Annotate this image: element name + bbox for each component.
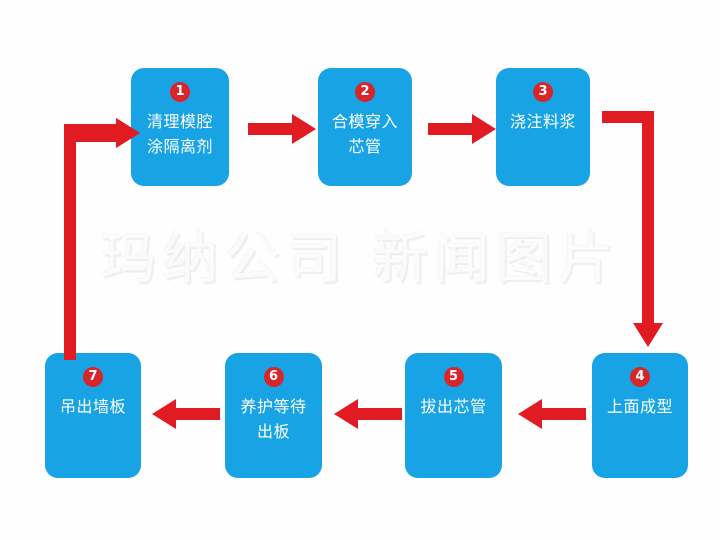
step-number-badge-5: 5 <box>443 367 464 387</box>
arrow-elbow-up-icon-node7-to-node1 <box>64 118 140 360</box>
flow-node-label-4: 上面成型 <box>606 397 673 416</box>
flow-node-3[interactable]: 3 浇注料浆 <box>496 68 590 186</box>
step-number-badge-1: 1 <box>170 82 190 102</box>
arrow-left-icon-node4-to-node5 <box>518 399 586 429</box>
step-number-badge-6: 6 <box>263 367 284 387</box>
arrow-right-icon-node2-to-node3 <box>428 114 496 144</box>
arrow-right-icon-node1-to-node2 <box>248 114 316 144</box>
step-number-badge-3: 3 <box>533 82 553 102</box>
flow-node-label-1: 清理模腔 涂隔离剂 <box>146 112 213 156</box>
flow-node-1[interactable]: 1 清理模腔 涂隔离剂 <box>131 68 229 186</box>
arrow-left-icon-node5-to-node6 <box>334 399 402 429</box>
arrow-left-icon-node6-to-node7 <box>152 399 220 429</box>
step-number-badge-7: 7 <box>83 367 103 387</box>
flow-node-4[interactable]: 4 上面成型 <box>592 353 688 478</box>
flow-node-2[interactable]: 2 合模穿入 芯管 <box>318 68 412 186</box>
flow-node-label-2: 合模穿入 芯管 <box>331 112 398 156</box>
step-number-badge-4: 4 <box>630 367 650 387</box>
flow-node-label-6: 养护等待 出板 <box>240 397 307 441</box>
flow-node-5[interactable]: 5 拔出芯管 <box>405 353 502 478</box>
flow-node-label-7: 吊出墙板 <box>59 397 126 416</box>
flow-node-label-5: 拔出芯管 <box>420 397 487 416</box>
flow-node-label-3: 浇注料浆 <box>509 112 576 131</box>
arrow-elbow-down-icon-node3-to-node4 <box>602 111 663 347</box>
flow-node-6[interactable]: 6 养护等待 出板 <box>225 353 322 478</box>
flow-node-7[interactable]: 7 吊出墙板 <box>45 353 141 478</box>
step-number-badge-2: 2 <box>355 82 375 102</box>
